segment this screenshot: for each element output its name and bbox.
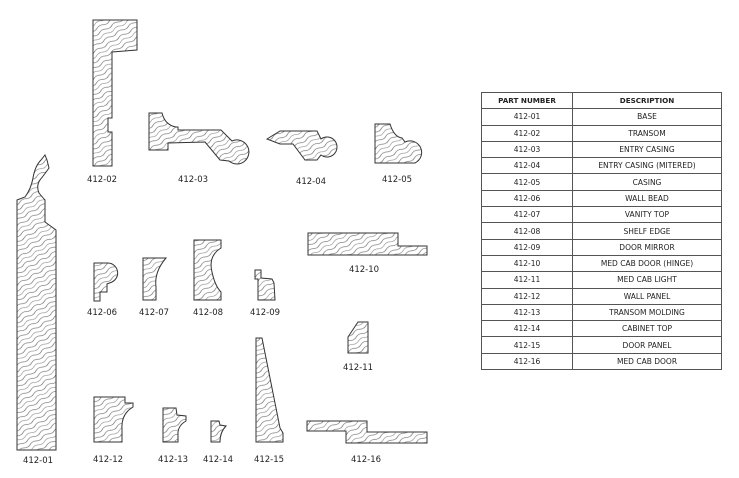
label-412-11: 412-11 bbox=[343, 363, 373, 373]
label-412-09: 412-09 bbox=[250, 308, 280, 318]
description-cell: WALL PANEL bbox=[572, 287, 722, 305]
profile-412-04 bbox=[265, 130, 338, 161]
description-cell: TRANSOM MOLDING bbox=[572, 303, 722, 322]
description-cell: SHELF EDGE bbox=[572, 222, 722, 240]
label-412-16: 412-16 bbox=[351, 455, 381, 465]
description-cell: DOOR PANEL bbox=[572, 336, 722, 354]
profile-412-15 bbox=[255, 337, 284, 443]
part-number-cell: 412-13 bbox=[481, 303, 573, 322]
description-cell: BASE bbox=[572, 108, 722, 126]
part-number-cell: 412-01 bbox=[481, 108, 573, 126]
table-header-row: PART NUMBER DESCRIPTION bbox=[481, 91, 722, 110]
description-cell: ENTRY CASING bbox=[572, 140, 722, 159]
description-cell: DOOR MIRROR bbox=[572, 238, 722, 256]
part-number-cell: 412-06 bbox=[481, 189, 573, 208]
description-cell: TRANSOM bbox=[572, 124, 722, 142]
part-number-cell: 412-14 bbox=[481, 320, 573, 338]
part-number-cell: 412-07 bbox=[481, 206, 573, 224]
profile-412-10 bbox=[307, 232, 428, 256]
part-number-cell: 412-08 bbox=[481, 222, 573, 240]
profile-412-03 bbox=[148, 112, 250, 165]
profile-412-06 bbox=[93, 262, 119, 302]
profile-412-14 bbox=[210, 420, 228, 443]
profile-412-16 bbox=[306, 420, 428, 444]
description-cell: MED CAB LIGHT bbox=[572, 271, 722, 289]
column-header-part-number: PART NUMBER bbox=[481, 91, 573, 110]
part-number-cell: 412-16 bbox=[481, 352, 573, 371]
description-cell: MED CAB DOOR bbox=[572, 352, 722, 371]
label-412-04: 412-04 bbox=[296, 177, 326, 187]
part-number-cell: 412-15 bbox=[481, 336, 573, 354]
description-cell: WALL BEAD bbox=[572, 189, 722, 208]
description-cell: MED CAB DOOR (HINGE) bbox=[572, 254, 722, 273]
description-cell: CABINET TOP bbox=[572, 320, 722, 338]
profile-412-13 bbox=[162, 407, 187, 443]
part-number-cell: 412-03 bbox=[481, 140, 573, 159]
label-412-05: 412-05 bbox=[382, 175, 412, 185]
description-cell: VANITY TOP bbox=[572, 206, 722, 224]
profile-412-07 bbox=[142, 257, 168, 301]
label-412-14: 412-14 bbox=[203, 455, 233, 465]
part-number-cell: 412-09 bbox=[481, 238, 573, 256]
profile-412-08 bbox=[193, 239, 222, 301]
part-number-cell: 412-10 bbox=[481, 254, 573, 273]
label-412-01: 412-01 bbox=[23, 456, 53, 466]
label-412-15: 412-15 bbox=[254, 455, 284, 465]
description-cell: CASING bbox=[572, 173, 722, 191]
profile-412-02 bbox=[92, 19, 138, 167]
label-412-10: 412-10 bbox=[349, 265, 379, 275]
profile-412-01 bbox=[16, 154, 57, 451]
profile-412-11 bbox=[347, 321, 369, 354]
description-cell: ENTRY CASING (MITERED) bbox=[572, 157, 722, 175]
label-412-06: 412-06 bbox=[87, 308, 117, 318]
column-header-description: DESCRIPTION bbox=[572, 91, 722, 110]
part-number-cell: 412-04 bbox=[481, 157, 573, 175]
label-412-03: 412-03 bbox=[178, 175, 208, 185]
label-412-12: 412-12 bbox=[93, 455, 123, 465]
profile-412-12 bbox=[93, 396, 134, 443]
label-412-13: 412-13 bbox=[158, 455, 188, 465]
part-number-cell: 412-05 bbox=[481, 173, 573, 191]
profile-412-05 bbox=[374, 123, 423, 164]
part-number-cell: 412-02 bbox=[481, 124, 573, 142]
part-number-cell: 412-12 bbox=[481, 287, 573, 305]
label-412-08: 412-08 bbox=[193, 308, 223, 318]
label-412-07: 412-07 bbox=[139, 308, 169, 318]
part-number-cell: 412-11 bbox=[481, 271, 573, 289]
label-412-02: 412-02 bbox=[87, 175, 117, 185]
profile-412-09 bbox=[254, 269, 276, 301]
